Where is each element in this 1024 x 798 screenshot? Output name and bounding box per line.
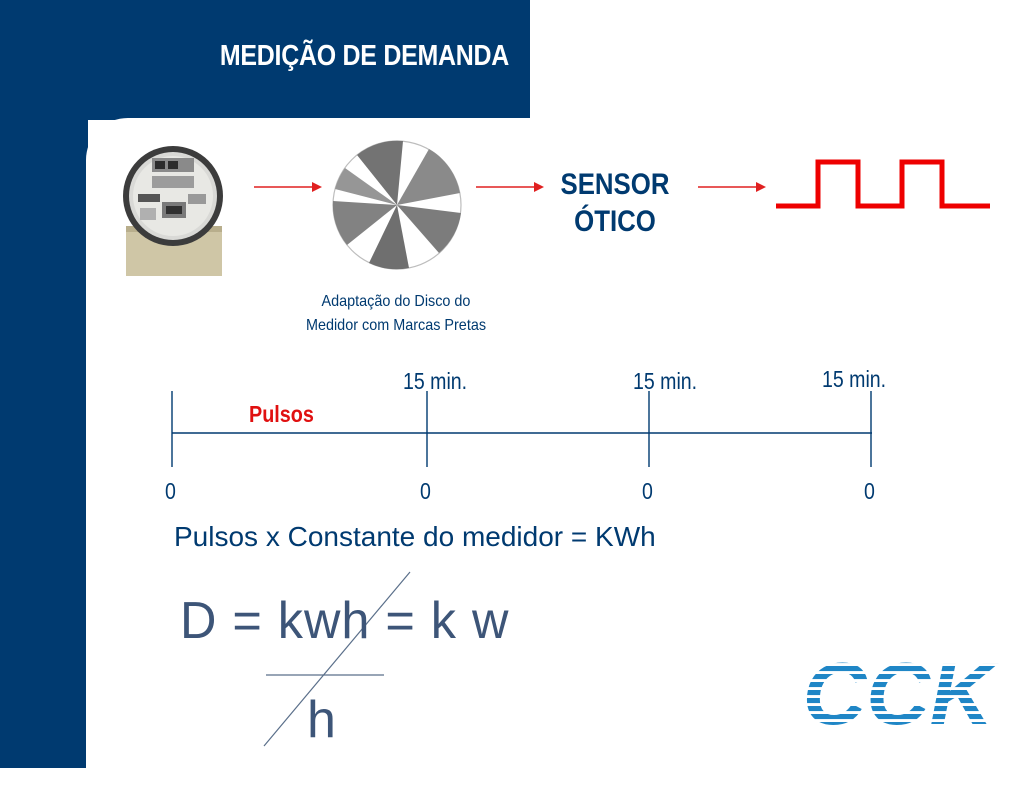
formula-text: Pulsos x Constante do medidor = KWh (174, 521, 656, 552)
content-panel (86, 118, 1024, 798)
zero-label: 0 (164, 478, 176, 504)
interval-label: 15 min. (403, 368, 468, 394)
equation-denominator: h (307, 691, 336, 749)
zero-label: 0 (863, 478, 875, 504)
interval-label: 15 min. (633, 368, 698, 394)
timeline (171, 391, 872, 467)
interval-label: 15 min. (822, 366, 887, 392)
arrow-icon (698, 182, 766, 192)
arrow-icon (476, 182, 544, 192)
slide-title: MEDIÇÃO DE DEMANDA (219, 40, 510, 72)
caption-line2: Medidor com Marcas Pretas (305, 317, 487, 334)
disk-caption: Adaptação do Disco do Medidor com Marcas… (288, 290, 504, 338)
pulses-label: Pulsos (249, 401, 314, 427)
square-wave-icon (776, 159, 990, 209)
sensor-line2: ÓTICO (574, 205, 656, 238)
equation-lines (263, 571, 411, 747)
caption-line1: Adaptação do Disco do (321, 293, 471, 310)
disk-icon (332, 140, 462, 270)
zero-label: 0 (641, 478, 653, 504)
sensor-label: SENSOR ÓTICO (557, 166, 672, 240)
demand-equation: D = kwh = k w (180, 592, 510, 650)
cck-logo: CCK (803, 650, 999, 732)
zero-label: 0 (419, 478, 431, 504)
sensor-line1: SENSOR (560, 168, 670, 201)
header-band (0, 0, 530, 120)
arrow-icon (254, 182, 322, 192)
sidebar-band (0, 0, 88, 768)
logo-text: CCK (803, 650, 999, 732)
meter-photo (123, 146, 223, 276)
